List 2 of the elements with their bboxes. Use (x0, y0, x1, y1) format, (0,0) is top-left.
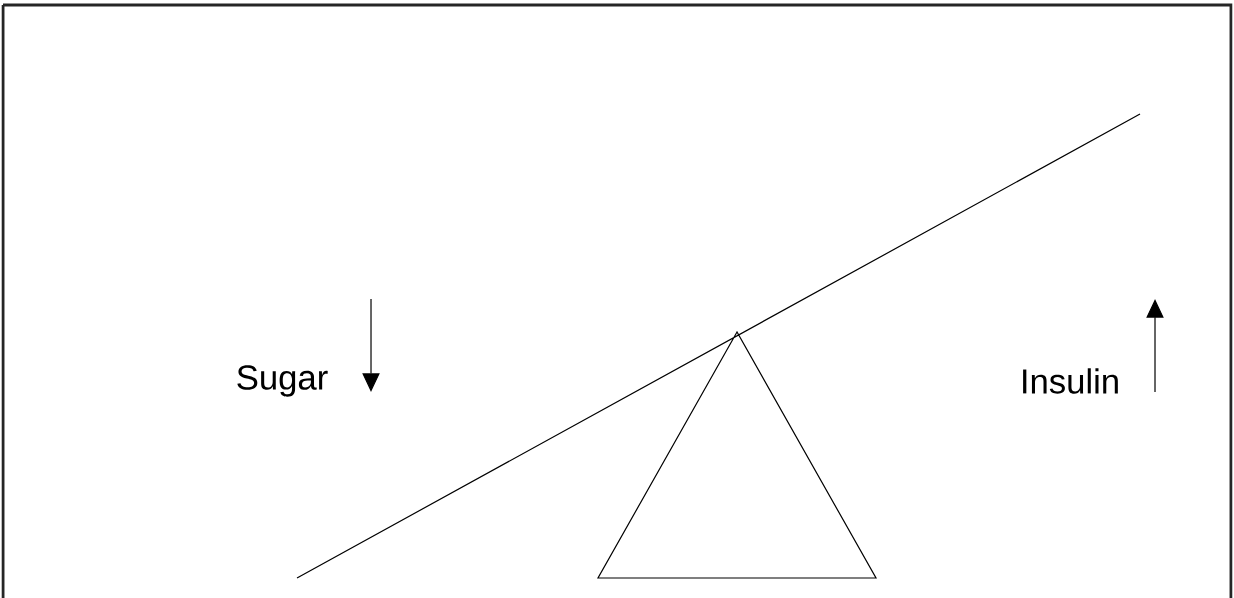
label-text: Sugar (237, 365, 328, 397)
label-text: Insulin (1023, 368, 1118, 394)
